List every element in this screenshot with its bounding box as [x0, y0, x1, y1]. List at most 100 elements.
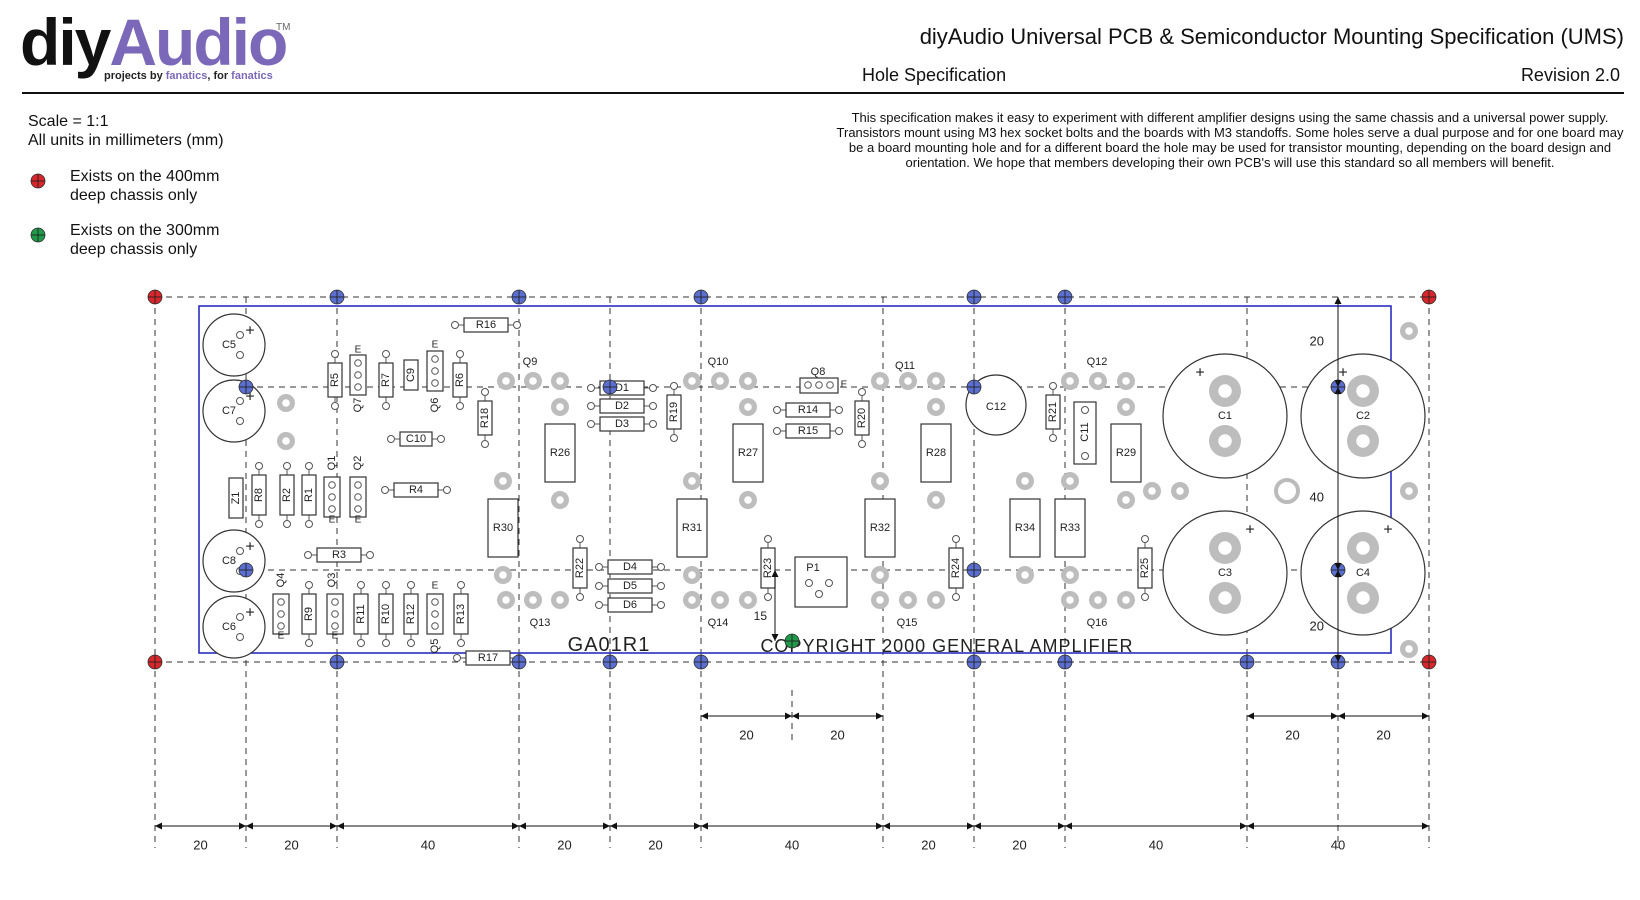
copyright-text: COPYRIGHT 2000 GENERAL AMPLIFIER [760, 636, 1133, 656]
dimension-label: 20 [193, 838, 207, 853]
pcb-lead-hole [513, 321, 521, 329]
red-hole-icon [30, 173, 46, 189]
dimension-label: 15 [754, 609, 768, 623]
component-label: R33 [1060, 522, 1080, 534]
transistor-pin [431, 610, 439, 618]
pcb-lead-hole [576, 535, 584, 543]
capacitor-polarity: + [245, 389, 254, 406]
component-label: Q9 [523, 356, 538, 368]
pcb-lead-hole [456, 350, 464, 358]
pcb-outline [198, 305, 1392, 654]
component-label: R10 [380, 604, 392, 624]
pcb-lead-hole [595, 582, 603, 590]
transistor-pin [328, 481, 336, 489]
specification-description: This specification makes it easy to expe… [836, 110, 1624, 170]
revision-label: Revision 2.0 [1520, 65, 1620, 85]
pcb-pad [932, 596, 940, 604]
component-label: C6 [222, 621, 236, 633]
transistor-pin [431, 622, 439, 630]
transistor-pin [815, 381, 823, 389]
component-label: R21 [1047, 402, 1059, 422]
resistor-body [393, 482, 439, 498]
green-hole-icon [30, 227, 46, 243]
pcb-lead-hole [457, 581, 465, 589]
transistor-pin [328, 505, 336, 513]
pcb-pad [1122, 596, 1130, 604]
pcb-lead-hole [587, 420, 595, 428]
dimension-arrowhead [239, 822, 246, 830]
dimension-label: 20 [1012, 838, 1026, 853]
component-label: R1 [303, 488, 315, 502]
pcb-pad [1066, 571, 1074, 579]
component-label: R22 [574, 558, 586, 578]
resistor-body [572, 547, 588, 589]
pcb-lead-hole [649, 402, 657, 410]
component-label: R16 [476, 319, 496, 331]
header-rule [22, 92, 1624, 94]
transistor-pin [354, 505, 362, 513]
component-label: Q1 [326, 456, 338, 471]
capacitor-body [202, 313, 266, 377]
dimension-label: 40 [1310, 490, 1324, 505]
component-label: P1 [806, 562, 819, 574]
pcb-pad [744, 377, 752, 385]
dimension-arrowhead [1065, 822, 1072, 830]
pcb-pad [529, 596, 537, 604]
dimension-arrowhead [1331, 712, 1338, 720]
pcb-lead-hole [457, 639, 465, 647]
dimension-arrowhead [246, 822, 253, 830]
pcb-lead-hole [236, 547, 244, 555]
emitter-mark: E [432, 340, 439, 351]
component-label: D1 [615, 382, 629, 394]
units-line: All units in millimeters (mm) [28, 132, 224, 149]
pcb-lead-hole [236, 633, 244, 641]
logo-trademark: TM [276, 22, 291, 33]
document-title: diyAudio Universal PCB & Semiconductor M… [919, 24, 1624, 49]
pcb-lead-hole [382, 581, 390, 589]
transistor-pin [277, 598, 285, 606]
component-label: R28 [926, 447, 946, 459]
dimension-arrowhead [1247, 712, 1254, 720]
pcb-pad [502, 596, 510, 604]
pcb-lead-hole [255, 520, 263, 528]
component-label: R11 [355, 604, 367, 623]
board-id-text: GA01R1 [568, 634, 651, 656]
pcb-lead-hole [305, 581, 313, 589]
component-label: C5 [222, 339, 236, 351]
resistor-body [327, 362, 343, 398]
component-label: Q4 [275, 573, 287, 588]
component-label: Q13 [530, 617, 551, 629]
dimension-arrowhead [1334, 655, 1342, 662]
pcb-pad [1066, 477, 1074, 485]
bulk-capacitor-pad [1356, 591, 1370, 605]
resistor-body [607, 578, 653, 594]
transistor-pin [331, 610, 339, 618]
pcb-pad [744, 496, 752, 504]
transistor-pin [331, 598, 339, 606]
component-label: D6 [623, 599, 637, 611]
power-resistor-body [1054, 498, 1086, 558]
dimension-arrowhead [967, 822, 974, 830]
resistor-body [403, 593, 419, 635]
power-resistor-body [544, 423, 576, 483]
legend-red-line2: deep chassis only [70, 187, 198, 204]
component-label: Q16 [1087, 617, 1108, 629]
transistor-pin [331, 622, 339, 630]
component-label: Q15 [897, 617, 918, 629]
dimension-arrowhead [876, 822, 883, 830]
component-label: Q14 [708, 617, 729, 629]
pcb-lead-hole [952, 593, 960, 601]
component-label: C3 [1218, 567, 1232, 579]
dimension-label: 40 [785, 838, 799, 853]
dimension-arrowhead [337, 822, 344, 830]
component-label: D3 [615, 418, 629, 430]
resistor-body [760, 547, 776, 589]
pcb-pad [556, 596, 564, 604]
dimension-label: 20 [284, 838, 298, 853]
pcb-pad [502, 377, 510, 385]
capacitor-c11-body [1073, 401, 1097, 465]
component-label: Q11 [895, 360, 915, 372]
pcb-lead-hole [649, 420, 657, 428]
component-label: R24 [950, 558, 962, 578]
component-label: R25 [1139, 558, 1151, 578]
